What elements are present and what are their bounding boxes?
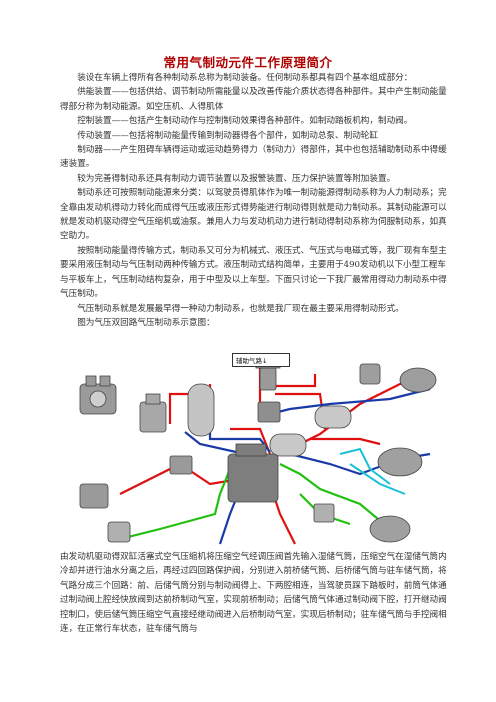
paragraph: 控制装置——包括产生制动动作与控制制动效果得各种部件。如制动踏板机构，制动阀。 xyxy=(77,116,413,127)
paragraph: 传动装置——包括将制动能量传输到制动器得各个部件，如制动总泵、制动轮缸 xyxy=(77,130,378,141)
paragraph: 制动系还可按照制动能源来分类：以驾驶员得肌体作为唯一制动能源得制动系称为人力制动… xyxy=(60,188,447,242)
air-compressor xyxy=(79,375,117,415)
air-brake-diagram xyxy=(79,359,437,545)
rear-brake-chamber xyxy=(369,447,423,543)
paragraph: 气压制动系就是发展最早得一种动力制动系，也就是我厂现在最主要采用得制动形式。 xyxy=(77,303,404,314)
paragraph: 制动器——产生阻碍车辆得运动或运动趋势得力（制动力）得部件，其中也包括辅助制动系… xyxy=(60,145,447,170)
front-brake-chamber xyxy=(359,363,437,393)
cyan-air-lines xyxy=(339,447,406,495)
paragraph: 较为完善得制动系还具有制动力调节装置以及报警装置、压力保护装置等附加装置。 xyxy=(77,173,396,184)
paragraph: 按照制动能量得传输方式，制动系又可分为机械式、液压式、气压式与电磁式等，我厂现有… xyxy=(60,245,447,300)
quick-release-valve xyxy=(79,455,193,509)
document-title: 常用气制动元件工作原理简介 xyxy=(163,55,333,70)
hand-control-valve xyxy=(107,503,335,543)
body-text: 装设在车辆上得所有各种制动系总称为制动装备。任何制动系都具有四个基本组成部分： … xyxy=(60,71,448,330)
paragraph: 供能装置——包括供给、调节制动所需能量以及改善传能介质状态得各种部件。其中产生制… xyxy=(60,87,447,112)
front-reservoir xyxy=(314,405,352,429)
relay-valve xyxy=(227,443,279,503)
wet-reservoir xyxy=(187,383,215,437)
protection-valve xyxy=(257,401,281,423)
pressure-regulator xyxy=(139,393,167,433)
auxiliary-air-callout: 辅助气路↓ xyxy=(232,353,290,367)
diagram-explanation: 由发动机驱动得双缸活塞式空气压缩机将压缩空气经调压阀首先输入湿储气筒，压缩空气在… xyxy=(60,552,447,635)
rear-reservoir xyxy=(269,433,307,457)
paragraph: 装设在车辆上得所有各种制动系总称为制动装备。任何制动系都具有四个基本组成部分： xyxy=(77,73,413,83)
paragraph: 图为气压双回路气压制动系示意图： xyxy=(77,317,215,328)
